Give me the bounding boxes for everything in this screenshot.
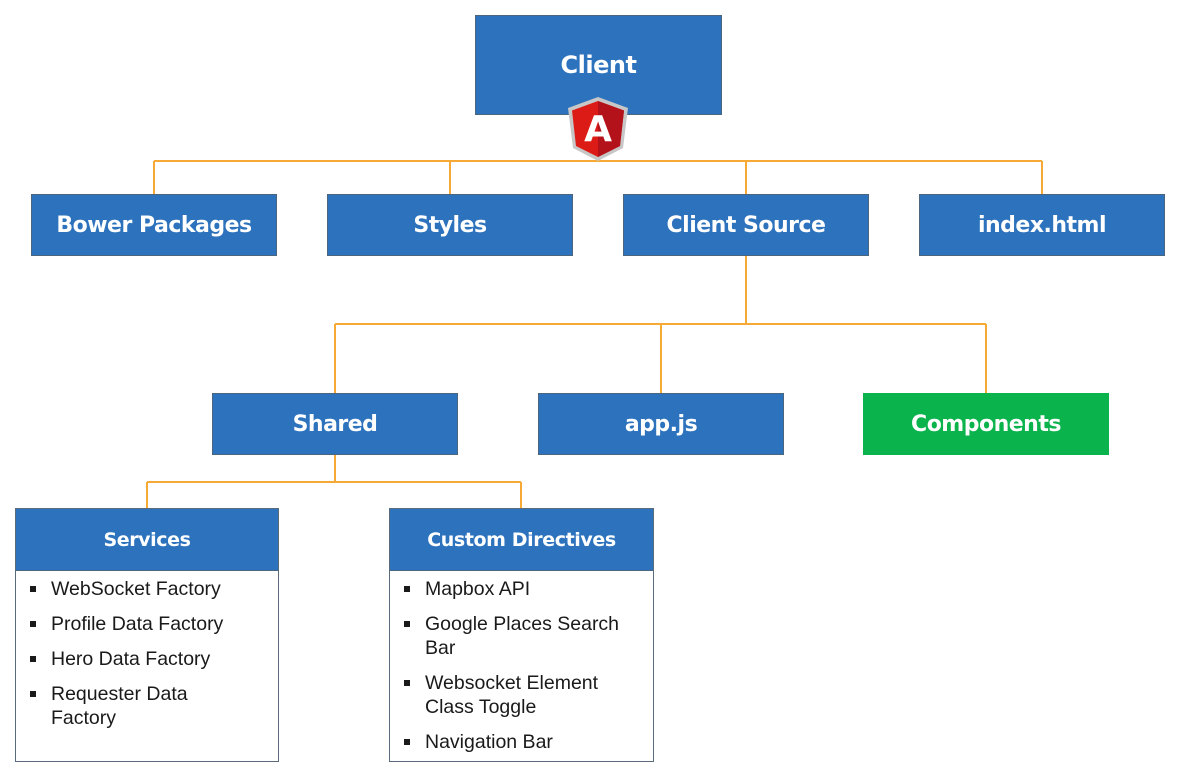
- bullet-icon: [404, 621, 410, 627]
- list-item-text: Websocket Element Class Toggle: [425, 672, 599, 718]
- bower-packages-label: Bower Packages: [56, 212, 252, 238]
- bullet-icon: [30, 691, 36, 697]
- list-item: Profile Data Factory: [28, 612, 270, 636]
- list-item: Hero Data Factory: [28, 647, 270, 671]
- list-item: WebSocket Factory: [28, 577, 270, 601]
- shared-node: Shared: [212, 393, 458, 455]
- index-html-node: index.html: [919, 194, 1165, 256]
- list-item-text: Hero Data Factory: [51, 648, 211, 670]
- services-header: Services: [16, 509, 278, 571]
- app-js-label: app.js: [624, 411, 698, 437]
- custom-directives-card: Custom Directives Mapbox API Google Plac…: [389, 508, 654, 762]
- list-item-text: Google Places Search Bar: [425, 613, 620, 659]
- index-html-label: index.html: [977, 212, 1107, 238]
- bullet-icon: [404, 586, 410, 592]
- bullet-icon: [404, 739, 410, 745]
- list-item-text: WebSocket Factory: [51, 578, 221, 600]
- app-js-node: app.js: [538, 393, 784, 455]
- list-item: Websocket Element Class Toggle: [402, 671, 645, 719]
- list-item: Mapbox API: [402, 577, 645, 601]
- components-label: Components: [911, 411, 1061, 437]
- custom-directives-list: Mapbox API Google Places Search Bar Webs…: [390, 571, 653, 754]
- list-item-text: Profile Data Factory: [51, 613, 224, 635]
- list-item-text: Requester Data Factory: [51, 683, 188, 729]
- list-item: Requester Data Factory: [28, 682, 270, 730]
- list-item: Navigation Bar: [402, 730, 645, 754]
- styles-node: Styles: [327, 194, 573, 256]
- list-item: Google Places Search Bar: [402, 612, 645, 660]
- list-item-text: Navigation Bar: [425, 731, 553, 753]
- logo-letter: A: [584, 109, 612, 150]
- services-card: Services WebSocket Factory Profile Data …: [15, 508, 279, 762]
- client-source-node: Client Source: [623, 194, 869, 256]
- styles-label: Styles: [413, 212, 487, 238]
- angularjs-logo-icon: A: [568, 97, 628, 161]
- bullet-icon: [404, 680, 410, 686]
- bullet-icon: [30, 656, 36, 662]
- bower-packages-node: Bower Packages: [31, 194, 277, 256]
- components-node: Components: [863, 393, 1109, 455]
- client-source-label: Client Source: [666, 212, 826, 238]
- bullet-icon: [30, 621, 36, 627]
- bullet-icon: [30, 586, 36, 592]
- list-item-text: Mapbox API: [425, 578, 531, 600]
- shared-label: Shared: [292, 411, 378, 437]
- client-node-label: Client: [560, 51, 637, 79]
- custom-directives-header: Custom Directives: [390, 509, 653, 571]
- services-list: WebSocket Factory Profile Data Factory H…: [16, 571, 278, 730]
